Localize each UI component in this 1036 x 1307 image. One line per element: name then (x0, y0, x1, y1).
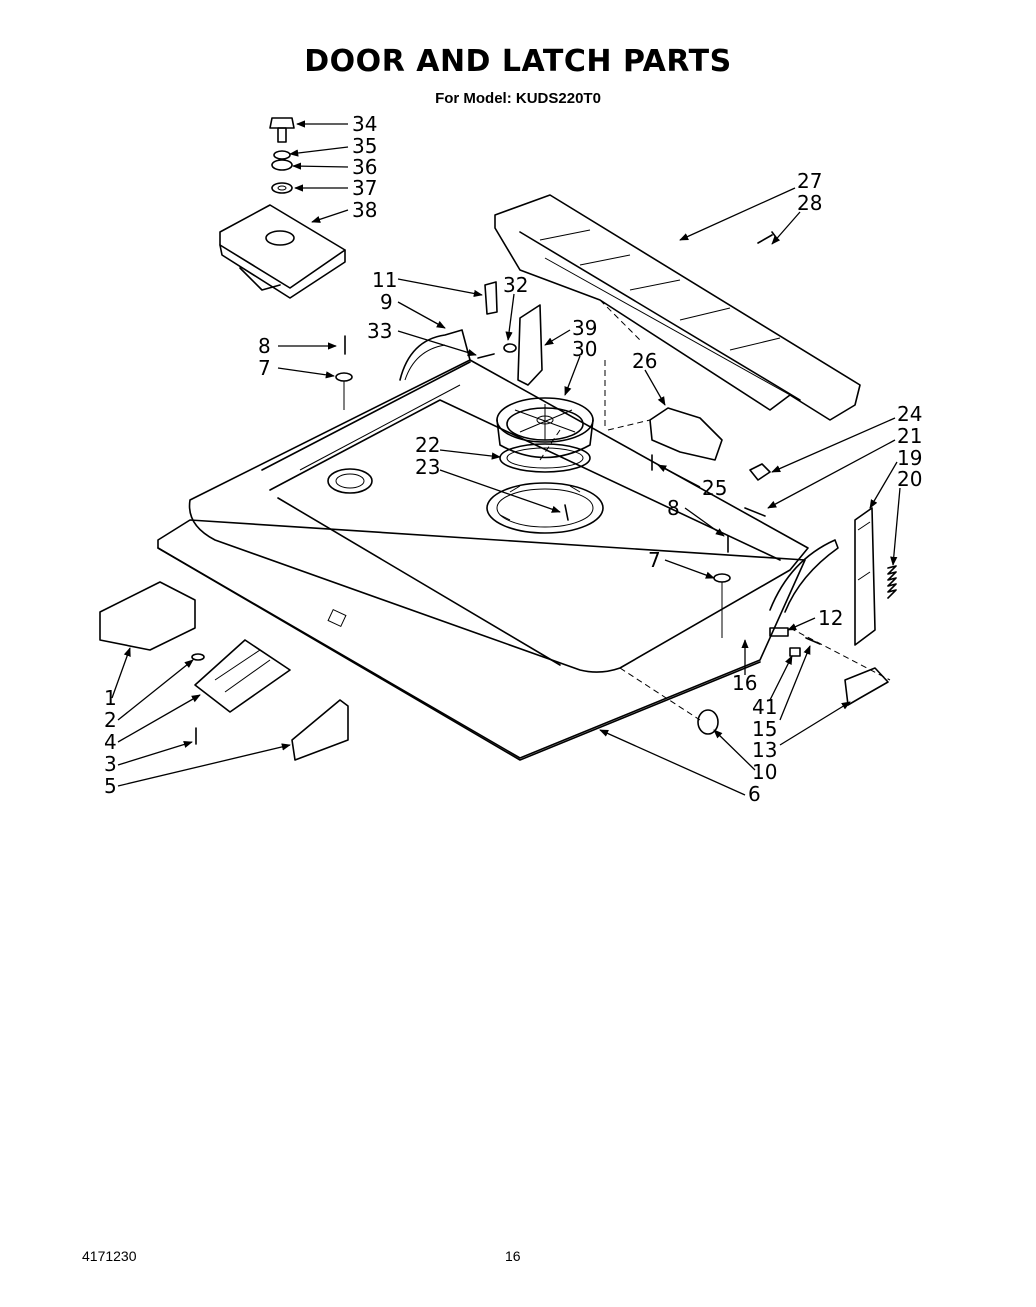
wash-arm-assembly (496, 397, 594, 459)
screw-33 (477, 353, 495, 359)
bracket-13 (844, 667, 889, 706)
model-subtitle: For Model: KUDS220T0 (435, 90, 601, 107)
callout-34: 34 (352, 112, 377, 136)
callout-20: 20 (897, 467, 922, 491)
bracket-39 (517, 304, 543, 386)
hinge-cover-1 (99, 581, 196, 651)
callout-30: 30 (572, 337, 597, 361)
callout-8-right: 8 (667, 496, 680, 520)
bracket-26 (649, 407, 723, 461)
callout-36: 36 (352, 155, 377, 179)
callout-37: 37 (352, 176, 377, 200)
callout-38: 38 (352, 198, 377, 222)
callout-28: 28 (797, 191, 822, 215)
callout-12: 12 (818, 606, 843, 630)
callout-26: 26 (632, 349, 657, 373)
callout-4: 4 (104, 730, 117, 754)
callout-8-left: 8 (258, 334, 271, 358)
callout-41: 41 (752, 695, 777, 719)
washer-7-left (335, 372, 353, 382)
callout-1: 1 (104, 686, 117, 710)
page-title: DOOR AND LATCH PARTS (304, 44, 732, 79)
callout-2: 2 (104, 708, 117, 732)
callout-5: 5 (104, 774, 117, 798)
callout-9: 9 (380, 290, 393, 314)
callout-16: 16 (732, 671, 757, 695)
pin-12 (769, 627, 789, 637)
callout-24: 22 (415, 433, 440, 457)
hinge-plate-5 (291, 699, 349, 761)
callout-27: 27 (797, 169, 822, 193)
assembly-guide-lines (539, 299, 891, 721)
callout-15: 15 (752, 717, 777, 741)
callout-labels: 34 35 36 37 38 27 28 11 9 32 33 39 30 26… (104, 112, 922, 806)
callout-25: 25 (702, 476, 727, 500)
latch-strike-19 (854, 507, 876, 646)
plug-10 (697, 709, 719, 735)
document-code: 4171230 (82, 1248, 137, 1264)
latch-handle-stack (269, 117, 295, 194)
screw-15 (805, 637, 821, 645)
callout-6: 6 (748, 782, 761, 806)
washer-7-right (713, 573, 731, 583)
left-hinge-arm (399, 329, 471, 381)
callout-32: 32 (503, 273, 528, 297)
callout-21: 21 (897, 424, 922, 448)
door-inner-liner (188, 359, 809, 673)
door-outer-panel (157, 519, 806, 761)
callout-11: 11 (372, 268, 397, 292)
screw-23 (564, 504, 569, 521)
screw-21 (744, 507, 766, 517)
callout-33: 33 (367, 319, 392, 343)
callout-39: 39 (572, 316, 597, 340)
callout-7-right: 7 (648, 548, 661, 572)
clip-11 (484, 281, 498, 315)
leader-lines (111, 120, 901, 796)
washer-32 (503, 343, 517, 353)
spring-20 (887, 565, 897, 599)
callout-22: 24 (897, 402, 922, 426)
latch-switch-plate (219, 204, 346, 299)
right-hinge-arm (769, 539, 839, 613)
washer-2 (191, 653, 205, 661)
callout-35: 35 (352, 134, 377, 158)
clip-22 (749, 463, 771, 481)
pin-41 (789, 647, 801, 657)
callout-19: 19 (897, 446, 922, 470)
callout-13: 13 (752, 738, 777, 762)
callout-10: 10 (752, 760, 777, 784)
callout-3: 3 (104, 752, 117, 776)
callout-23: 23 (415, 455, 440, 479)
callout-7-left: 7 (258, 356, 271, 380)
page-number: 16 (505, 1248, 521, 1264)
hinge-assembly-4 (194, 639, 291, 713)
sump-housing (486, 482, 604, 534)
top-vent-trim (494, 194, 861, 421)
